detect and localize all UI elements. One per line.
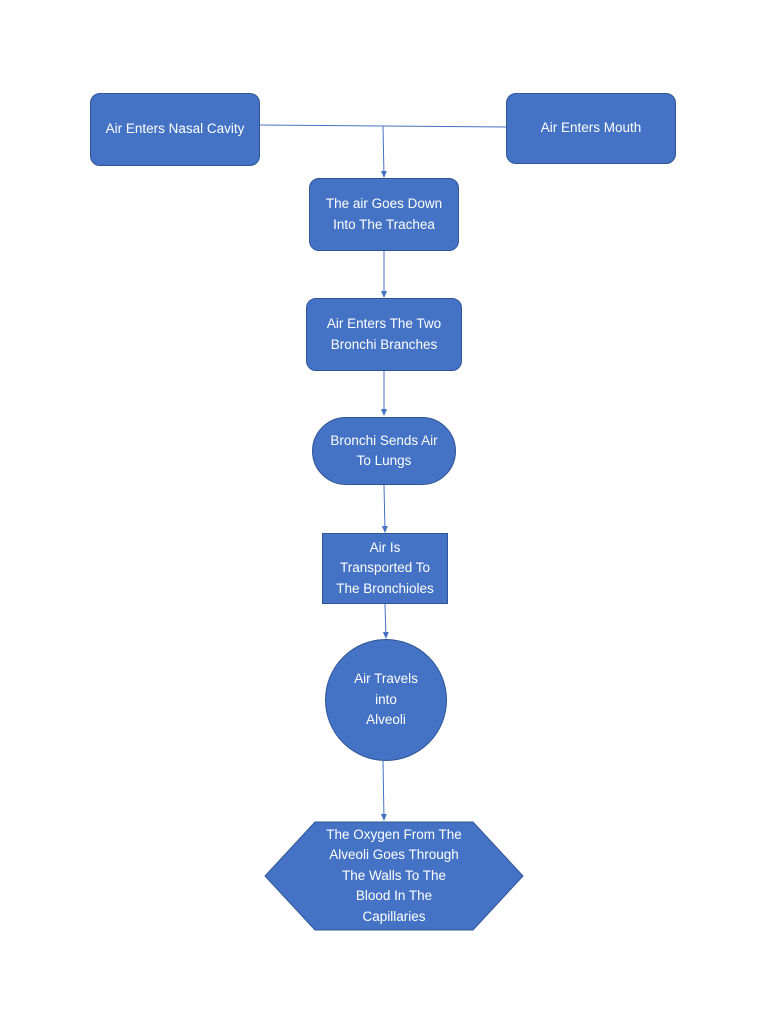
connector-nasal-to-junction xyxy=(259,124,384,127)
node-capillaries: The Oxygen From The Alveoli Goes Through… xyxy=(263,821,525,931)
arrow-lungs-to-bronchioles xyxy=(381,484,388,533)
node-lungs-label: Bronchi Sends Air To Lungs xyxy=(330,432,438,469)
node-bronchi-branches: Air Enters The Two Bronchi Branches xyxy=(306,298,462,371)
connector-mouth-to-junction xyxy=(382,125,507,128)
node-trachea: The air Goes Down Into The Trachea xyxy=(309,178,459,251)
node-nasal-cavity-label: Air Enters Nasal Cavity xyxy=(105,121,245,137)
node-trachea-label: The air Goes Down Into The Trachea xyxy=(325,196,443,232)
node-lungs: Bronchi Sends Air To Lungs xyxy=(312,417,456,485)
arrow-bronchioles-to-alveoli xyxy=(382,603,389,639)
node-mouth: Air Enters Mouth xyxy=(506,93,676,164)
node-bronchioles: Air Is Transported To The Bronchioles xyxy=(322,533,448,604)
arrow-junction-to-trachea xyxy=(380,125,387,178)
node-mouth-label: Air Enters Mouth xyxy=(540,120,642,136)
node-alveoli-label: Air Travels into Alveoli xyxy=(354,671,418,728)
node-bronchi-branches-label: Air Enters The Two Bronchi Branches xyxy=(326,316,442,352)
node-capillaries-label: The Oxygen From The Alveoli Goes Through… xyxy=(326,826,462,924)
node-alveoli: Air Travels into Alveoli xyxy=(325,639,447,761)
node-nasal-cavity: Air Enters Nasal Cavity xyxy=(90,93,260,166)
node-bronchioles-label: Air Is Transported To The Bronchioles xyxy=(336,539,434,596)
hexagon-shape xyxy=(264,821,524,931)
arrow-alveoli-to-capillaries xyxy=(380,760,387,821)
